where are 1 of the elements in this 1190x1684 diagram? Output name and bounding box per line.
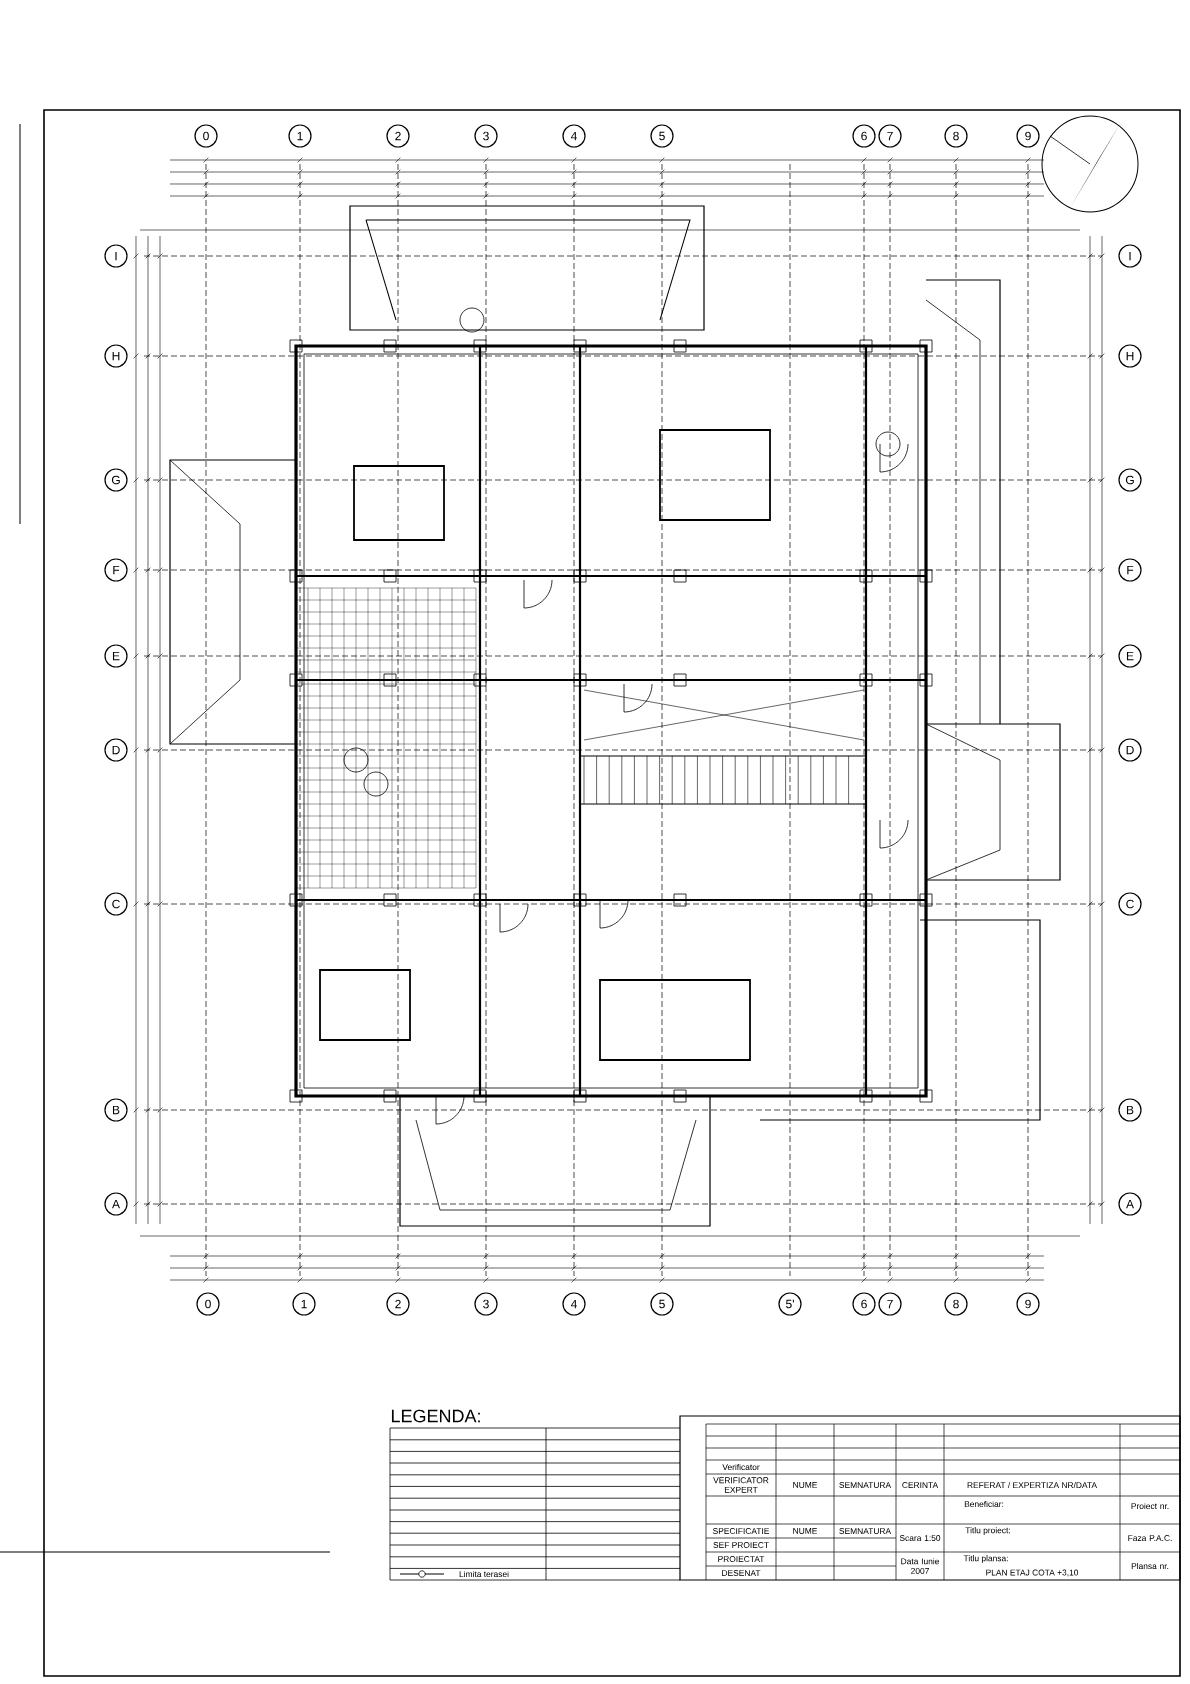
legend-heading: LEGENDA: [391, 1409, 480, 1423]
